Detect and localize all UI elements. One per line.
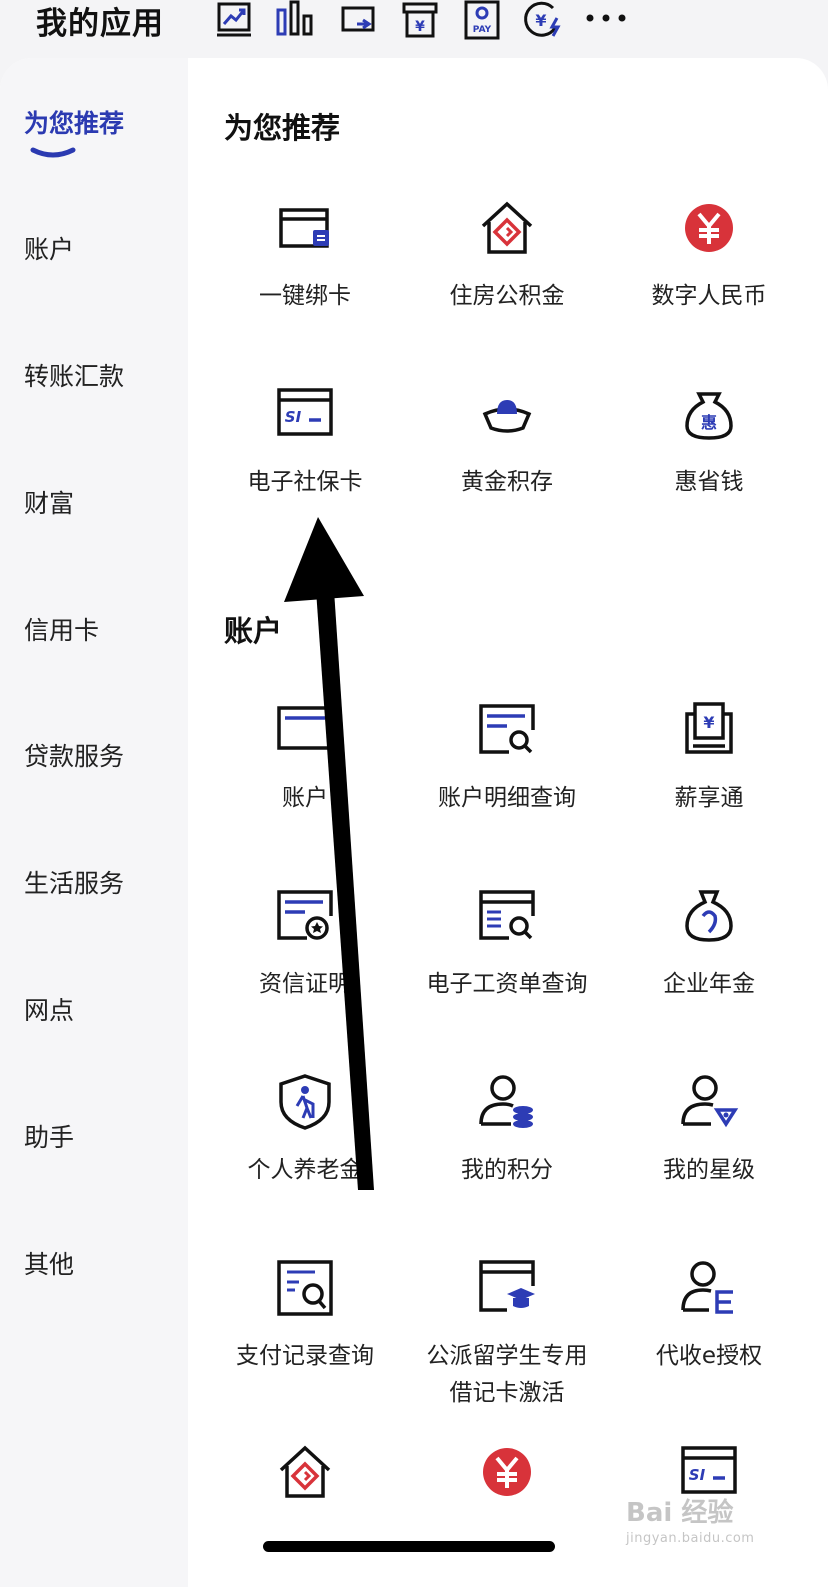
yen-flash-icon[interactable]: ¥ <box>523 0 563 40</box>
tile-label: 薪享通 <box>674 785 744 811</box>
tile-credit-certificate[interactable]: 资信证明 <box>204 886 406 1003</box>
tile-my-points[interactable]: 我的积分 <box>406 1072 608 1189</box>
top-bar: 我的应用 ¥ PAY ¥ <box>0 0 828 60</box>
tile-label: 我的星级 <box>663 1157 755 1183</box>
tile-payment-record[interactable]: 支付记录查询 <box>204 1258 406 1375</box>
more-icon[interactable] <box>586 14 626 22</box>
tile-e-authorize[interactable]: 代收e授权 <box>608 1258 810 1375</box>
elder-shield-icon <box>279 1074 331 1130</box>
transfer-card-icon[interactable] <box>339 0 379 40</box>
payment-record-search-icon <box>277 1260 333 1316</box>
pension-bag-icon <box>685 890 733 942</box>
tile-social-security-card[interactable]: SI 电子社保卡 <box>204 384 406 501</box>
tile-label: 资信证明 <box>259 971 351 997</box>
student-card-icon <box>479 1260 535 1312</box>
account-card-icon <box>277 706 333 750</box>
sidebar-item-recommend[interactable]: 为您推荐 <box>24 109 125 138</box>
tile-label: 账户明细查询 <box>438 785 576 811</box>
account-detail-search-icon <box>479 704 535 754</box>
tile-personal-pension[interactable]: 个人养老金 <box>204 1072 406 1189</box>
user-points-icon <box>479 1075 533 1128</box>
tile-account-detail[interactable]: 账户明细查询 <box>406 700 608 817</box>
trend-chart-icon[interactable] <box>215 0 255 40</box>
user-e-authorize-icon <box>681 1261 733 1314</box>
tile-label: 我的积分 <box>461 1157 553 1183</box>
tile-housing-fund[interactable]: 住房公积金 <box>406 198 608 315</box>
tile-label: 公派留学生专用借记卡激活 <box>426 1343 588 1406</box>
watermark: Bai 经验 jingyan.baidu.com <box>626 1492 776 1552</box>
tile-account[interactable]: 账户 <box>204 700 406 817</box>
pay-document-icon[interactable]: PAY <box>462 0 502 40</box>
tile-label: 企业年金 <box>663 971 755 997</box>
user-star-level-icon <box>681 1075 739 1128</box>
tile-bind-card[interactable]: 一键绑卡 <box>204 198 406 315</box>
tile-save-money[interactable]: 惠 惠省钱 <box>608 384 810 501</box>
yen-box-icon[interactable]: ¥ <box>400 0 440 40</box>
bind-card-icon <box>279 208 329 248</box>
tile-salary[interactable]: ¥ 薪享通 <box>608 700 810 817</box>
tile-label: 数字人民币 <box>651 283 767 309</box>
tile-partial-digital-rmb[interactable] <box>406 1442 608 1502</box>
sidebar-item-transfer[interactable]: 转账汇款 <box>24 362 125 391</box>
money-bag-icon: 惠 <box>685 392 733 440</box>
svg-text:¥: ¥ <box>535 11 546 30</box>
section-title-recommend: 为您推荐 <box>224 111 341 145</box>
tile-gold[interactable]: 黄金积存 <box>406 384 608 501</box>
home-indicator[interactable] <box>263 1541 555 1552</box>
payslip-search-icon <box>479 890 535 940</box>
sidebar-item-account[interactable]: 账户 <box>24 235 75 264</box>
svg-text:¥: ¥ <box>703 713 714 732</box>
tile-label: 黄金积存 <box>461 469 553 495</box>
sidebar-item-branch[interactable]: 网点 <box>24 996 75 1025</box>
active-tab-indicator <box>30 147 76 158</box>
tile-digital-rmb[interactable]: 数字人民币 <box>608 198 810 315</box>
sidebar-item-wealth[interactable]: 财富 <box>24 489 75 518</box>
bar-chart-icon[interactable] <box>275 0 315 40</box>
social-security-card-icon: SI <box>277 388 333 436</box>
svg-text:SI: SI <box>689 1466 706 1484</box>
salary-yen-icon: ¥ <box>685 702 733 754</box>
tile-student-card[interactable]: 公派留学生专用借记卡激活 <box>406 1258 608 1412</box>
watermark-sub: jingyan.baidu.com <box>626 1531 755 1546</box>
tile-label: 惠省钱 <box>674 469 744 495</box>
tile-enterprise-annuity[interactable]: 企业年金 <box>608 886 810 1003</box>
svg-text:SI: SI <box>285 408 302 426</box>
category-sidebar: 为您推荐 账户 转账汇款 财富 信用卡 贷款服务 生活服务 网点 助手 其他 <box>0 58 188 1587</box>
credit-certificate-icon <box>277 890 333 940</box>
watermark-main: Bai 经验 <box>626 1498 734 1528</box>
housing-fund-icon <box>279 1445 331 1498</box>
digital-rmb-icon <box>483 1448 531 1496</box>
social-security-card-icon: SI <box>681 1446 737 1494</box>
sidebar-item-assistant[interactable]: 助手 <box>24 1123 75 1152</box>
tile-label: 电子工资单查询 <box>426 971 588 997</box>
tile-label: 支付记录查询 <box>236 1343 374 1369</box>
tile-partial-social-security-card[interactable]: SI <box>608 1442 810 1502</box>
svg-text:惠: 惠 <box>701 413 717 432</box>
tile-label: 代收e授权 <box>655 1343 763 1369</box>
tile-my-star-level[interactable]: 我的星级 <box>608 1072 810 1189</box>
sidebar-item-other[interactable]: 其他 <box>24 1250 75 1279</box>
tile-label: 账户 <box>282 785 328 811</box>
tile-payslip[interactable]: 电子工资单查询 <box>406 886 608 1003</box>
svg-text:PAY: PAY <box>473 25 492 35</box>
svg-text:¥: ¥ <box>415 19 425 35</box>
tile-label: 住房公积金 <box>449 283 565 309</box>
sidebar-item-loan[interactable]: 贷款服务 <box>24 742 125 771</box>
sidebar-item-credit-card[interactable]: 信用卡 <box>24 616 100 645</box>
tile-label: 电子社保卡 <box>247 469 363 495</box>
page-title: 我的应用 <box>36 6 164 42</box>
section-title-account: 账户 <box>224 614 283 648</box>
apps-panel: 为您推荐 账户 转账汇款 财富 信用卡 贷款服务 生活服务 网点 助手 其他 为… <box>0 58 828 1587</box>
gold-ingot-icon <box>482 400 532 433</box>
tile-partial-housing-fund[interactable] <box>204 1442 406 1502</box>
sidebar-item-life-service[interactable]: 生活服务 <box>24 869 125 898</box>
tile-label: 一键绑卡 <box>259 283 351 309</box>
digital-rmb-icon <box>685 204 733 252</box>
housing-fund-icon <box>481 201 533 254</box>
tile-label: 个人养老金 <box>247 1157 363 1183</box>
